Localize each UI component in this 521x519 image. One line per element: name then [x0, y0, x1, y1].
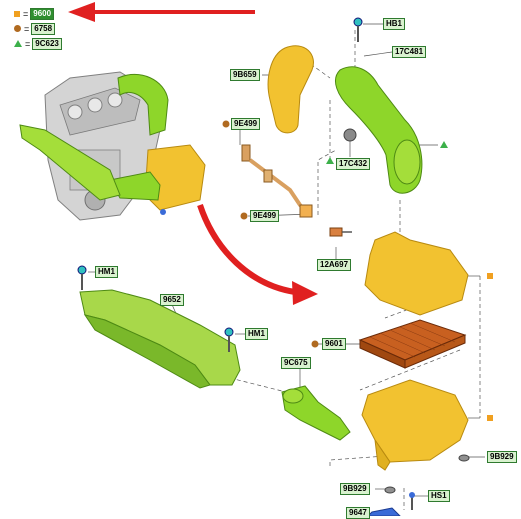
sensor-12a697 — [329, 227, 352, 237]
label-9b929-bottom: 9B929 — [340, 483, 370, 495]
legend-item-9600: = 9600 — [14, 7, 55, 20]
code-markers — [222, 120, 493, 421]
legend-item-6758: = 6758 — [14, 22, 56, 35]
clamp-17c432 — [343, 128, 357, 142]
part-9647 — [367, 507, 401, 516]
label-9601: 9601 — [322, 338, 346, 350]
elbow-9c675-opening — [282, 388, 304, 404]
exploded-view-arrow — [197, 204, 318, 305]
label-9647: 9647 — [346, 507, 370, 519]
triangle-icon — [14, 40, 22, 47]
legend-code: 9C623 — [32, 37, 62, 50]
circle-icon — [240, 212, 248, 220]
label-9e499-bottom: 9E499 — [250, 210, 280, 222]
triangle-icon — [326, 157, 334, 164]
square-icon — [487, 415, 493, 421]
bolt-hm1-right — [224, 327, 234, 352]
elbow-hose-9b659 — [267, 45, 314, 134]
grommet-9b929-right — [458, 454, 470, 462]
legend-equals: = — [23, 8, 29, 19]
bolt-hb1 — [353, 17, 363, 42]
label-hm1-right: HM1 — [245, 328, 268, 340]
label-hb1: HB1 — [383, 18, 406, 30]
legend-code: 6758 — [31, 22, 56, 35]
label-9b659: 9B659 — [230, 69, 260, 81]
legend-code: 9600 — [30, 7, 55, 20]
label-hm1-left: HM1 — [95, 266, 118, 278]
label-hs1: HS1 — [428, 490, 450, 502]
label-12a697: 12A697 — [317, 259, 352, 271]
sensor-9e499 — [241, 144, 313, 218]
square-icon — [14, 10, 20, 17]
screw-hs1 — [409, 492, 415, 510]
legend-pointer-arrow — [68, 2, 255, 22]
label-9c675: 9C675 — [281, 357, 311, 369]
airbox-housing — [361, 379, 469, 463]
circle-icon — [14, 25, 21, 32]
engine-assembly — [19, 71, 206, 221]
intake-pipe-collar — [393, 139, 421, 185]
label-9652: 9652 — [160, 294, 184, 306]
circle-icon — [311, 340, 319, 348]
triangle-icon — [440, 141, 448, 148]
legend-item-9c623: = 9C623 — [14, 37, 62, 50]
air-duct-9652-edge — [83, 314, 211, 389]
air-filter-9601 — [358, 319, 467, 369]
bolt-hm1-left — [77, 265, 87, 290]
legend-equals: = — [25, 38, 31, 49]
square-icon — [487, 273, 493, 279]
label-17c432: 17C432 — [336, 158, 371, 170]
grommet-9b929-bottom — [384, 486, 396, 494]
airbox-housing-side — [374, 439, 391, 471]
circle-icon — [222, 120, 230, 128]
legend-equals: = — [24, 23, 30, 34]
label-17c481: 17C481 — [392, 46, 427, 58]
label-9b929-right: 9B929 — [487, 451, 517, 463]
airbox-cover — [364, 231, 469, 316]
label-9e499-top: 9E499 — [231, 118, 261, 130]
